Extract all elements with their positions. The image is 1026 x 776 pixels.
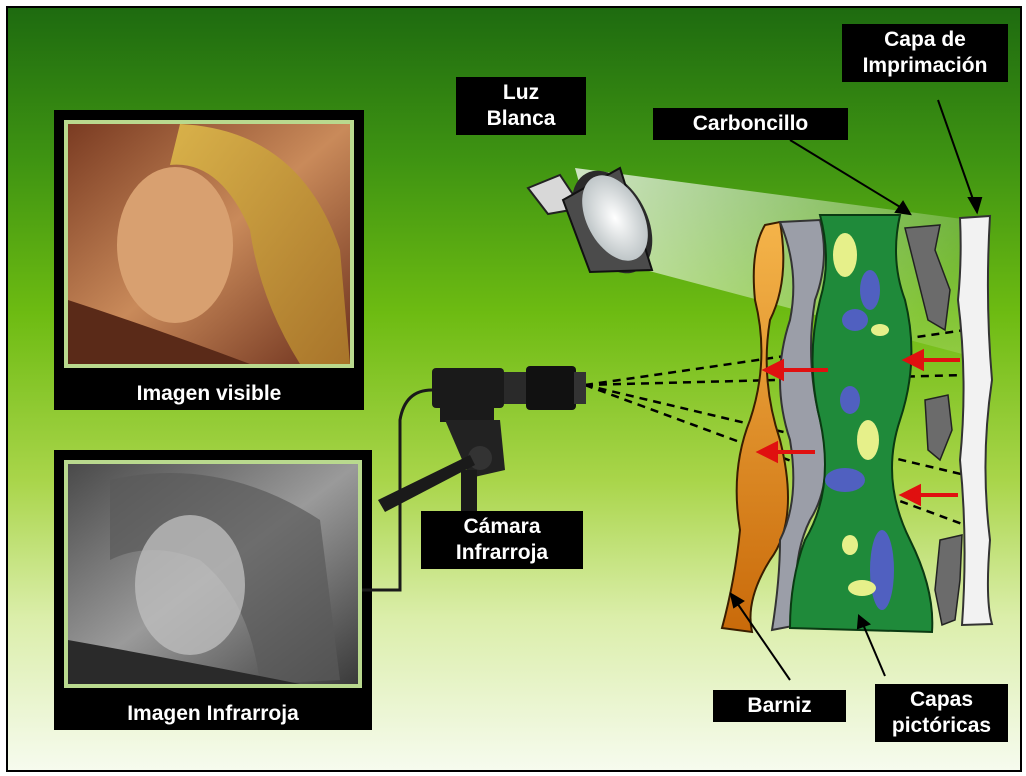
barniz-label: Barniz — [713, 690, 846, 722]
capa-imprimacion-line2: Imprimación — [852, 53, 998, 79]
imagen-visible-text: Imagen visible — [64, 381, 354, 407]
carboncillo-label: Carboncillo — [653, 108, 848, 140]
luz-blanca-line1: Luz — [466, 80, 576, 106]
camara-infrarroja-line2: Infrarroja — [431, 540, 573, 566]
infrared-camera-icon — [432, 366, 586, 410]
carboncillo-text: Carboncillo — [663, 111, 838, 137]
capas-pictoricas-line1: Capas — [885, 687, 998, 713]
capas-pictoricas-label: Capas pictóricas — [875, 684, 1008, 742]
camara-infrarroja-line1: Cámara — [431, 514, 573, 540]
capa-imprimacion-line1: Capa de — [852, 27, 998, 53]
capa-imprimacion-label: Capa de Imprimación — [842, 24, 1008, 82]
barniz-text: Barniz — [723, 693, 836, 719]
capas-pictoricas-line2: pictóricas — [885, 713, 998, 739]
lamp-icon — [528, 157, 669, 287]
luz-blanca-label: Luz Blanca — [456, 77, 586, 135]
imagen-infrarroja-label: Imagen Infrarroja — [54, 698, 372, 730]
imagen-infrarroja-text: Imagen Infrarroja — [64, 701, 362, 727]
luz-blanca-line2: Blanca — [466, 106, 576, 132]
layer-imprimacion — [958, 216, 992, 625]
visible-image — [54, 110, 364, 378]
infrared-image — [54, 450, 372, 698]
imagen-visible-label: Imagen visible — [54, 378, 364, 410]
camara-infrarroja-label: Cámara Infrarroja — [421, 511, 583, 569]
